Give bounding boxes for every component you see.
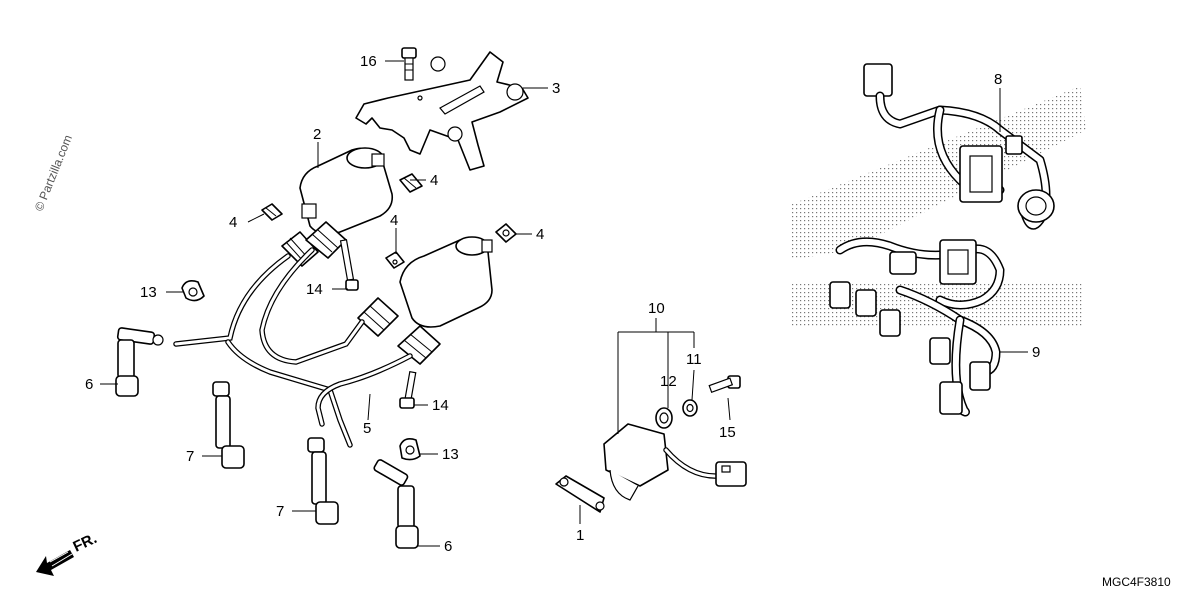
- callout-13: 13: [140, 284, 157, 301]
- callout-4: 4: [390, 212, 398, 229]
- callout-12: 12: [660, 373, 677, 390]
- diagram-code: MGC4F3810: [1102, 575, 1171, 589]
- ignition-coil-lower[interactable]: [399, 236, 493, 328]
- callouts: 16 3 2 4 4 4 4 13 14 6 7 7 5 14 13 6 10 …: [85, 53, 1040, 555]
- coil-boots-lower: [357, 297, 441, 365]
- high-tension-cords[interactable]: [173, 247, 413, 448]
- watermark: © Partzilla.com: [32, 133, 75, 213]
- clamp-4-a[interactable]: [261, 203, 283, 221]
- callout-4: 4: [536, 226, 544, 243]
- ignition-coil-upper[interactable]: [299, 147, 394, 235]
- plug-cap-7-b[interactable]: [307, 437, 339, 525]
- callout-8: 8: [994, 71, 1002, 88]
- clamp-4-c[interactable]: [385, 251, 405, 269]
- callout-6: 6: [85, 376, 93, 393]
- sensor-bracket-1[interactable]: [555, 475, 605, 513]
- plug-cap-6-lower[interactable]: [373, 459, 419, 549]
- leader-lines: [100, 60, 1028, 547]
- plug-cap-7-a[interactable]: [212, 381, 245, 469]
- callout-16: 16: [360, 53, 377, 70]
- wire-harness-9[interactable]: [829, 237, 1005, 417]
- callout-3: 3: [552, 80, 560, 97]
- callout-14: 14: [432, 397, 449, 414]
- clamp-13-a[interactable]: [181, 280, 205, 302]
- ignition-control-module[interactable]: [603, 423, 747, 501]
- bolt-15[interactable]: [708, 375, 741, 394]
- callout-10: 10: [648, 300, 665, 317]
- callout-4: 4: [229, 214, 237, 231]
- callout-6: 6: [444, 538, 452, 555]
- callout-14: 14: [306, 281, 323, 298]
- screw-14-b[interactable]: [399, 371, 417, 409]
- callout-2: 2: [313, 126, 321, 143]
- clamp-13-b[interactable]: [399, 438, 421, 461]
- collar-11[interactable]: [682, 399, 698, 417]
- front-direction-arrow-icon: [36, 550, 74, 576]
- callout-1: 1: [576, 527, 584, 544]
- plug-cap-6-left[interactable]: [115, 327, 164, 397]
- callout-7: 7: [186, 448, 194, 465]
- callout-7: 7: [276, 503, 284, 520]
- callout-11: 11: [686, 351, 702, 368]
- callout-5: 5: [363, 420, 371, 437]
- clamp-4-d[interactable]: [495, 223, 517, 243]
- callout-15: 15: [719, 424, 736, 441]
- callout-4: 4: [430, 172, 438, 189]
- screw-14-a[interactable]: [339, 239, 359, 291]
- grommet-12[interactable]: [655, 407, 673, 429]
- clamp-4-b[interactable]: [399, 173, 423, 193]
- ignition-coil-bracket[interactable]: [355, 51, 529, 171]
- callout-9: 9: [1032, 344, 1040, 361]
- direction-label: FR.: [71, 530, 100, 556]
- bolt-16[interactable]: [401, 47, 417, 81]
- callout-13: 13: [442, 446, 459, 463]
